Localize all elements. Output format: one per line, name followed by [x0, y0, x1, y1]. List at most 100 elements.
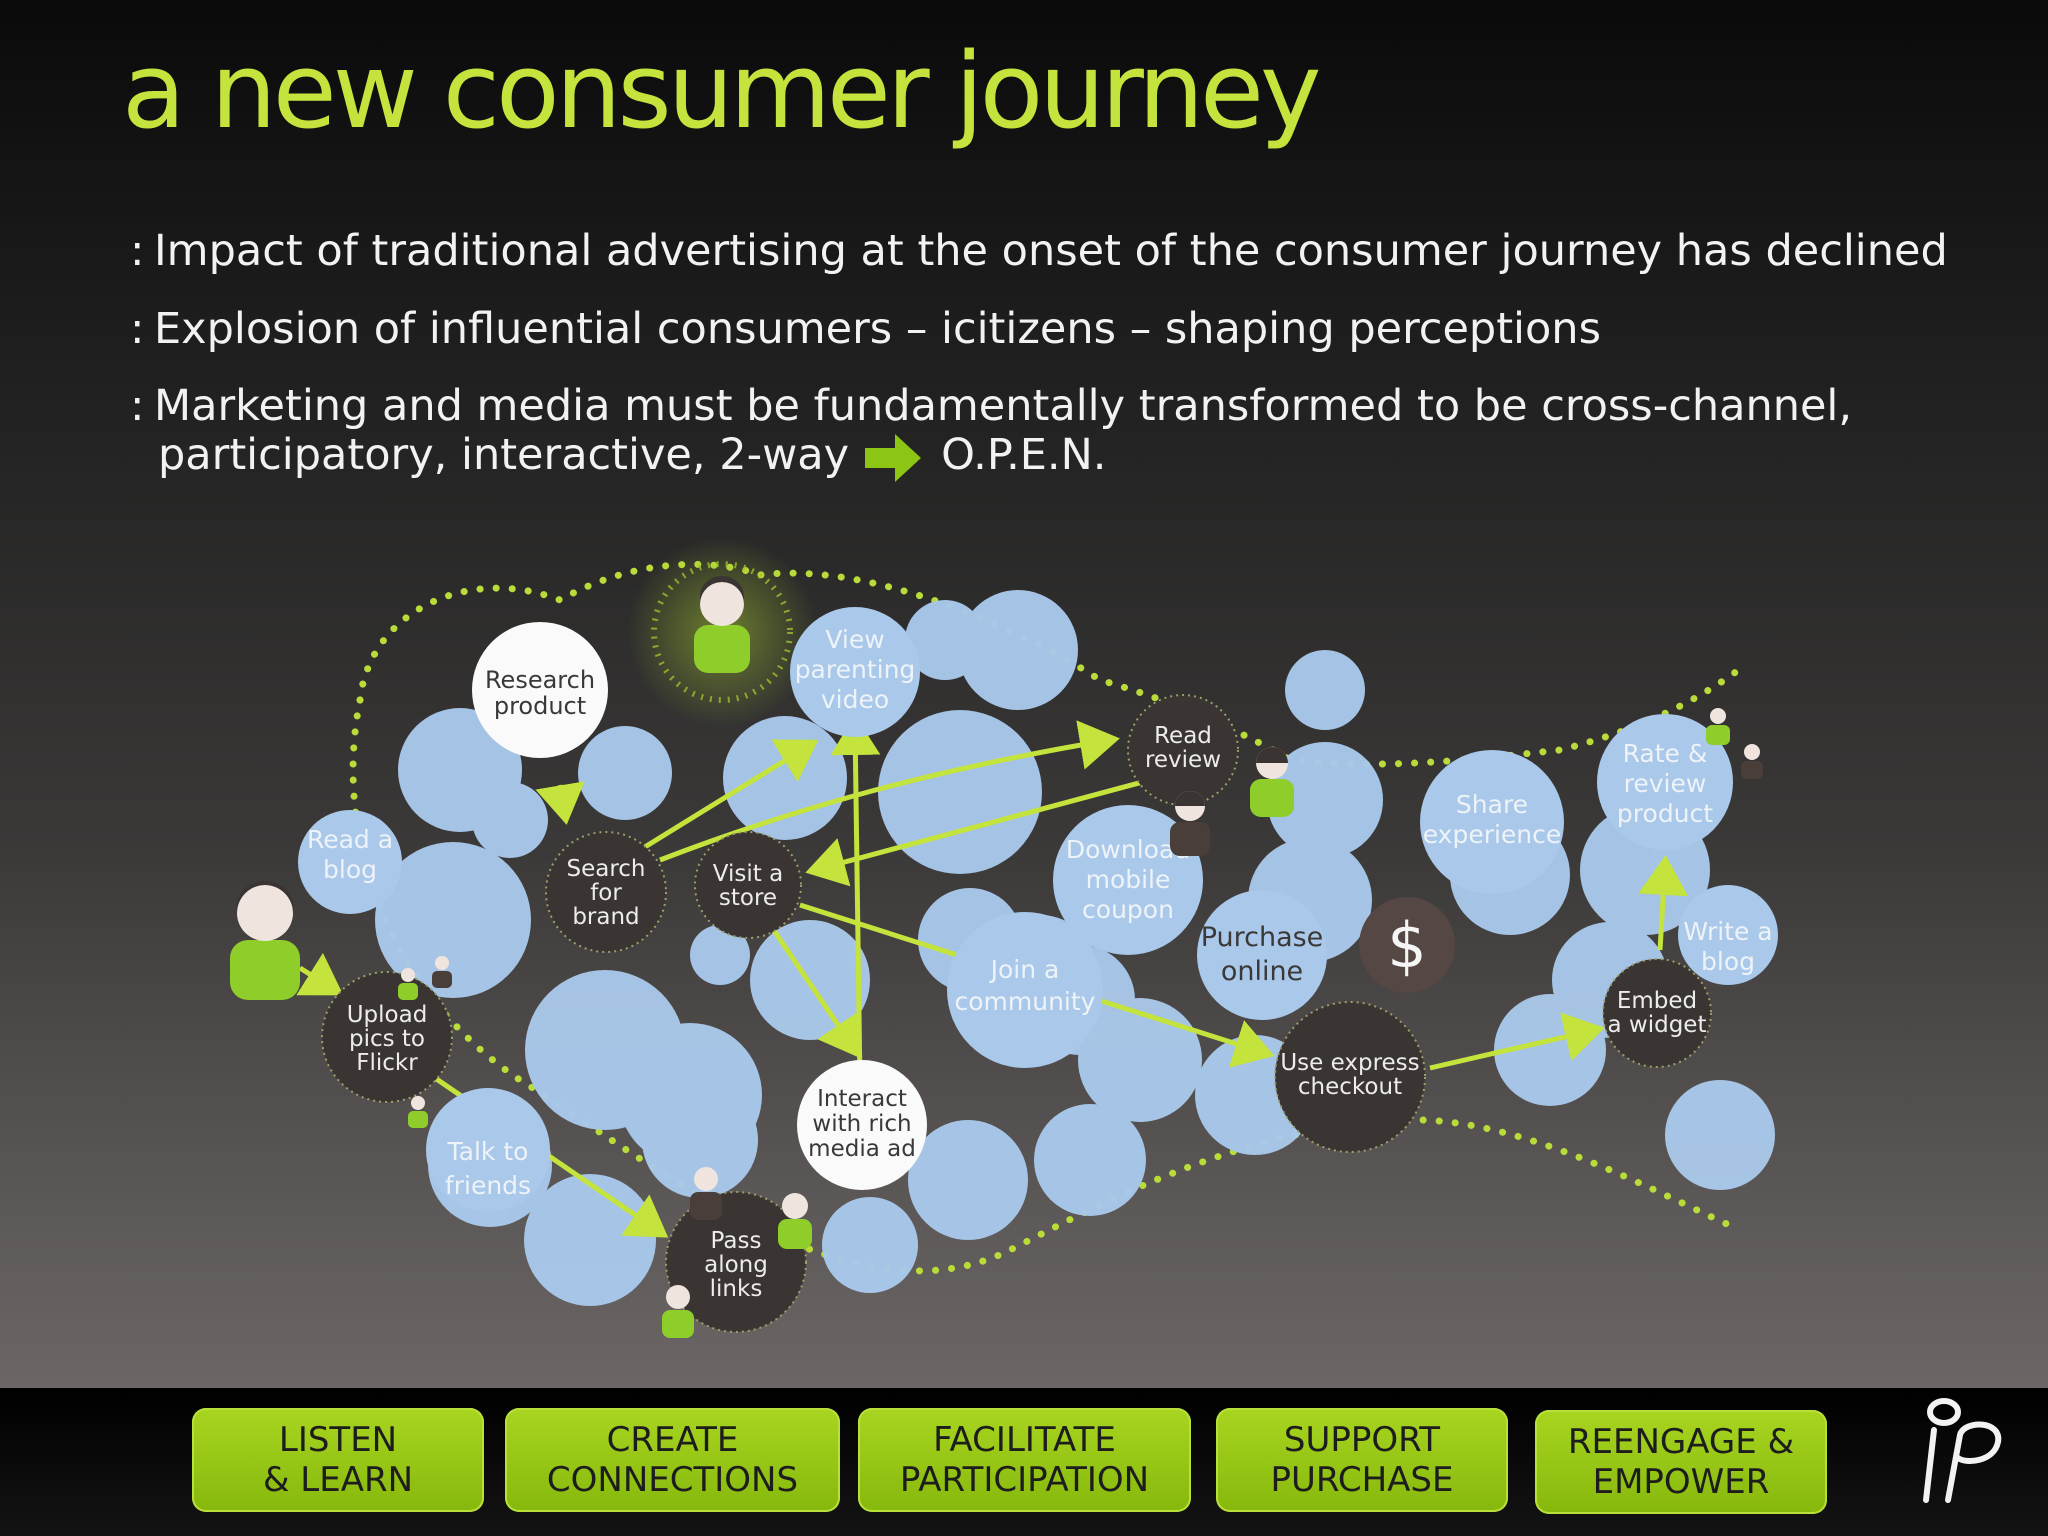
svg-text:blog: blog [1701, 947, 1755, 976]
phase-line1: SUPPORT [1283, 1420, 1441, 1460]
svg-text:product: product [1617, 799, 1713, 828]
node-label: parenting [795, 655, 916, 684]
svg-text:Join a: Join a [989, 955, 1060, 984]
person-icon [1170, 791, 1210, 856]
svg-text:Rate &: Rate & [1623, 739, 1708, 768]
person-icon [694, 576, 750, 673]
person-icon [398, 968, 418, 1000]
bullet-text: Marketing and media must be fundamentall… [154, 381, 1853, 431]
svg-text:community: community [955, 987, 1096, 1016]
node-label: Research [485, 666, 595, 694]
phase-listen-learn[interactable]: LISTEN & LEARN [192, 1408, 484, 1512]
svg-text:coupon: coupon [1082, 895, 1174, 924]
open-acronym: O.P.E.N. [941, 430, 1107, 480]
fish-outline [349, 560, 1749, 1275]
svg-text:Embed: Embed [1617, 988, 1697, 1014]
dollar-icon: $ [1387, 909, 1426, 982]
svg-text:Purchase: Purchase [1201, 922, 1324, 953]
svg-text:media ad: media ad [808, 1136, 916, 1162]
node-label: a widget [1608, 1012, 1707, 1038]
svg-text:Write a: Write a [1683, 917, 1772, 946]
phase-line1: LISTEN [278, 1420, 398, 1460]
node-label: Use express [1280, 1050, 1419, 1076]
svg-text:Flickr: Flickr [356, 1050, 418, 1076]
node-label: Rate & [1623, 739, 1708, 768]
phase-reengage-empower[interactable]: REENGAGE & EMPOWER [1535, 1410, 1827, 1514]
person-icon [408, 1096, 428, 1128]
node-label: product [1617, 799, 1713, 828]
node-label: mobile [1086, 865, 1171, 894]
svg-text:with rich: with rich [812, 1111, 911, 1137]
node-label: Interact [817, 1086, 907, 1112]
phase-create-connections[interactable]: CREATE CONNECTIONS [505, 1408, 840, 1512]
node-express-checkout [1274, 1001, 1426, 1153]
node-label: View [825, 625, 884, 654]
svg-text:parenting: parenting [795, 655, 916, 684]
svg-text:Research: Research [485, 666, 595, 694]
node-research-product: Research product [472, 622, 608, 758]
node-embed-widget [1602, 958, 1712, 1068]
node-label: Search [566, 856, 645, 882]
node-label: Flickr [356, 1050, 418, 1076]
svg-text:blog: blog [323, 855, 377, 884]
node-label: for [590, 880, 622, 906]
company-logo [1923, 1398, 2002, 1503]
node-label: links [710, 1276, 763, 1302]
person-icon [432, 956, 452, 988]
svg-text:pics to: pics to [349, 1026, 425, 1052]
consumer-journey-diagram: Research product Interact with rich medi… [230, 537, 1778, 1338]
svg-text:experience: experience [1423, 820, 1562, 849]
svg-text:online: online [1221, 956, 1303, 987]
node-label: along [704, 1252, 768, 1278]
svg-text:Share: Share [1456, 790, 1528, 819]
node-pass-links [665, 1191, 807, 1333]
svg-text:brand: brand [572, 904, 639, 930]
svg-text:Download: Download [1066, 835, 1190, 864]
node-label: video [821, 685, 889, 714]
bullet-text: Impact of traditional advertising at the… [154, 226, 1948, 276]
person-icon [1706, 708, 1730, 745]
bullet-colon: : [130, 381, 145, 431]
node-label: Purchase [1201, 922, 1324, 953]
right-arrow-icon [865, 433, 922, 482]
person-icon [690, 1167, 722, 1220]
svg-text:View: View [825, 625, 884, 654]
node-label: checkout [1298, 1074, 1402, 1100]
phase-line2: EMPOWER [1592, 1462, 1770, 1502]
node-label: experience [1423, 820, 1562, 849]
node-search-brand [545, 831, 667, 953]
phase-line1: REENGAGE & [1567, 1422, 1795, 1462]
person-icon [662, 1285, 694, 1338]
node-label: Visit a [713, 861, 783, 887]
svg-text:Read: Read [1154, 723, 1212, 749]
svg-text:mobile: mobile [1086, 865, 1171, 894]
bullet-colon: : [130, 304, 145, 354]
bullet-text: Explosion of influential consumers – ici… [154, 304, 1601, 354]
node-label: brand [572, 904, 639, 930]
node-label: Share [1456, 790, 1528, 819]
svg-text:product: product [494, 692, 586, 720]
node-label: Pass [711, 1228, 762, 1254]
svg-text:links: links [710, 1276, 763, 1302]
svg-text:a widget: a widget [1608, 1012, 1707, 1038]
phase-line2: & LEARN [262, 1460, 414, 1500]
node-label: Read [1154, 723, 1212, 749]
svg-text:checkout: checkout [1298, 1074, 1402, 1100]
bullet-3-continuation: participatory, interactive, 2-way O.P.E.N… [158, 430, 1106, 484]
phase-facilitate-participation[interactable]: FACILITATE PARTICIPATION [858, 1408, 1191, 1512]
influence-ring [651, 561, 793, 703]
bullet-text: participatory, interactive, 2-way [158, 430, 850, 480]
node-visit-store [694, 831, 802, 939]
svg-text:video: video [821, 685, 889, 714]
node-label: with rich [812, 1111, 911, 1137]
bullet-colon: : [130, 226, 145, 276]
node-label: friends [445, 1171, 531, 1200]
svg-text:review: review [1145, 747, 1221, 773]
svg-text:Pass: Pass [711, 1228, 762, 1254]
phase-support-purchase[interactable]: SUPPORT PURCHASE [1216, 1408, 1508, 1512]
node-label: community [955, 987, 1096, 1016]
node-upload-pics [321, 971, 453, 1103]
node-rich-media: Interact with rich media ad [797, 1060, 927, 1190]
node-label: media ad [808, 1136, 916, 1162]
svg-text:review: review [1624, 769, 1707, 798]
